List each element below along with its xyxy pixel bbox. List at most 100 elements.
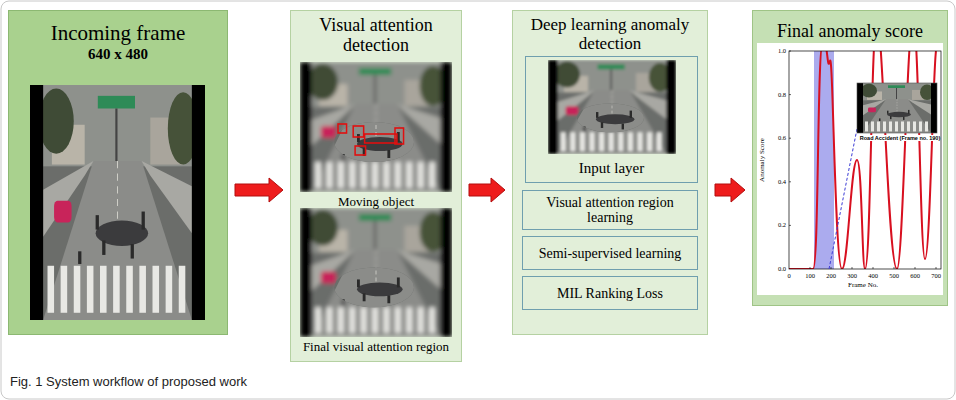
tick-marks	[789, 51, 936, 269]
tick-marks-part	[831, 267, 832, 269]
tick-label-holder: 400	[863, 272, 883, 280]
street-scene	[30, 85, 205, 320]
image-caption-holder: Moving object	[291, 194, 461, 209]
box-label: Input layer	[579, 160, 644, 177]
input-panel: Incoming frame640 x 480	[8, 10, 228, 335]
flow-arrow	[469, 178, 505, 202]
tick-label-holder: 600	[905, 272, 925, 280]
caption-holder: Fig. 1 System workflow of proposed work	[10, 374, 910, 390]
pointer-line	[829, 129, 857, 269]
axis-title: Frame No.	[848, 281, 878, 289]
tick-marks-part	[789, 181, 791, 182]
detection-panel: Deep learning anomaly detection Input la…	[512, 10, 708, 335]
tick-label: 0.8	[778, 91, 786, 98]
tick-label-holder: 0.4	[765, 178, 786, 186]
axis-title-holder: Anomaly Score	[758, 130, 766, 190]
tick-marks-part	[789, 51, 791, 52]
tick-label: 0.0	[778, 265, 786, 272]
box-label: Visual attention region learning	[527, 195, 693, 225]
tick-label-holder: 100	[800, 272, 820, 280]
box-label: MIL Ranking Loss	[557, 286, 663, 301]
frame-size: 640 x 480	[15, 45, 221, 63]
inset-photo	[857, 83, 937, 133]
tick-label: 0.6	[778, 134, 786, 141]
tick-marks-part	[789, 138, 791, 139]
moving-object-image-part	[338, 124, 404, 155]
tick-label: 500	[889, 272, 899, 279]
figure-caption: Fig. 1 System workflow of proposed work	[10, 374, 247, 389]
plot-axes	[789, 51, 941, 269]
moving-object-image-part-part	[365, 134, 397, 143]
tick-label: 1.0	[778, 47, 786, 54]
tick-label: 100	[805, 272, 815, 279]
tick-label: 0.4	[778, 178, 786, 185]
panel-title: Incoming frame	[15, 21, 221, 45]
tick-label: 0.2	[778, 221, 786, 228]
layer-box: Input layer	[525, 56, 698, 183]
attention-region-image-part	[300, 208, 452, 337]
process-box: Semi-supervised learning	[522, 236, 698, 270]
attention-region-image-part	[548, 60, 676, 154]
tick-label: 400	[868, 272, 878, 279]
process-box: Visual attention region learning	[522, 190, 698, 230]
tick-label: 700	[931, 272, 941, 279]
flow-arrow	[235, 178, 283, 202]
attention-region-image	[300, 208, 452, 337]
panel-title: Visual attention detection	[295, 15, 457, 55]
anomaly-chart	[753, 11, 947, 305]
tick-marks-part	[789, 94, 791, 95]
tick-marks-part	[789, 225, 791, 226]
tick-marks-part	[936, 267, 937, 269]
attention-region-image	[548, 60, 676, 154]
tick-marks-part	[894, 267, 895, 269]
tick-marks-part	[915, 267, 916, 269]
inset-photo-part	[857, 83, 937, 133]
tick-label-holder: 300	[842, 272, 862, 280]
tick-label-holder: 1.0	[765, 47, 786, 55]
image-caption-holder: Final visual attention region	[291, 339, 461, 354]
process-box: MIL Ranking Loss	[522, 276, 698, 310]
axis-title-holder: Frame No.	[833, 281, 893, 289]
tick-label-holder: 0.2	[765, 221, 786, 229]
tick-label: 600	[910, 272, 920, 279]
flow-arrow	[715, 178, 745, 202]
tick-label: 0	[787, 272, 790, 279]
tick-label-holder: 200	[821, 272, 841, 280]
moving-object-image-part-part	[395, 128, 404, 144]
tick-label-holder: 700	[926, 272, 946, 280]
tick-label: 300	[847, 272, 857, 279]
image-caption: Moving object	[338, 194, 414, 209]
tick-marks-part	[810, 267, 811, 269]
box-label: Semi-supervised learning	[539, 246, 682, 261]
moving-object-image-part-part	[338, 124, 347, 133]
score-panel: Final anomaly scoreAnomaly Score 1.0 0.8 0.…	[752, 10, 948, 306]
tick-label-holder: 0	[779, 272, 799, 280]
attention-region-image-part	[300, 208, 452, 337]
tick-marks-part	[873, 267, 874, 269]
tick-label-holder: 500	[884, 272, 904, 280]
tick-marks-part	[852, 267, 853, 269]
panel-title: Final anomaly score	[759, 21, 941, 41]
tick-label-holder: 0.0	[765, 265, 786, 273]
tick-label: 200	[826, 272, 836, 279]
attention-images	[291, 11, 461, 361]
moving-object-image-part-part	[355, 146, 365, 155]
tick-label-holder: 0.6	[765, 134, 786, 142]
inset-border	[857, 83, 937, 133]
panel-title: Deep learning anomaly detection	[519, 15, 701, 53]
attention-panel: Visual attention detectionMoving objectF…	[290, 10, 462, 362]
chart-ground	[757, 43, 943, 295]
attention-region-image-part	[548, 60, 676, 154]
moving-object-image-part	[300, 62, 452, 192]
score-curve	[789, 51, 936, 269]
moving-object-image-part-part	[353, 126, 363, 137]
image-caption: Final visual attention region	[303, 339, 449, 354]
inset-caption-holder: Road Accident (Frame no. 190)	[857, 135, 943, 142]
tick-label-holder: 0.8	[765, 91, 786, 99]
moving-object-image	[300, 62, 452, 192]
moving-object-image-part	[300, 62, 452, 192]
inset-caption: Road Accident (Frame no. 190)	[860, 135, 940, 141]
